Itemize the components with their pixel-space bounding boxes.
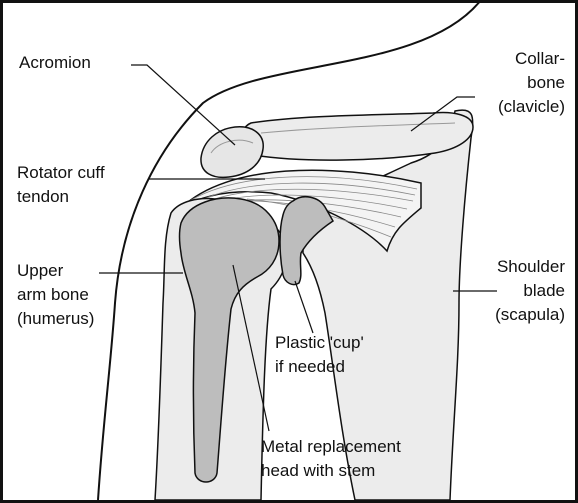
label-metal-head-line2: head with stem: [261, 461, 375, 481]
label-collarbone-line1: Collar-: [515, 49, 565, 69]
label-shoulder-blade-line1: Shoulder: [497, 257, 565, 277]
collarbone: [241, 113, 473, 161]
label-collarbone-line2: bone: [527, 73, 565, 93]
acromion-bone: [201, 127, 263, 178]
label-upper-arm-line2: arm bone: [17, 285, 89, 305]
label-upper-arm-line1: Upper: [17, 261, 63, 281]
label-upper-arm-line3: (humerus): [17, 309, 94, 329]
label-plastic-cup-line2: if needed: [275, 357, 345, 377]
label-collarbone-line3: (clavicle): [498, 97, 565, 117]
label-metal-head-line1: Metal replacement: [261, 437, 401, 457]
shoulder-illustration: [3, 3, 575, 500]
label-plastic-cup-line1: Plastic 'cup': [275, 333, 364, 353]
label-acromion: Acromion: [19, 53, 91, 73]
label-rotator-line1: Rotator cuff: [17, 163, 105, 183]
label-shoulder-blade-line3: (scapula): [495, 305, 565, 325]
label-rotator-line2: tendon: [17, 187, 69, 207]
label-shoulder-blade-line2: blade: [523, 281, 565, 301]
pointer-plastic-cup: [295, 281, 313, 333]
